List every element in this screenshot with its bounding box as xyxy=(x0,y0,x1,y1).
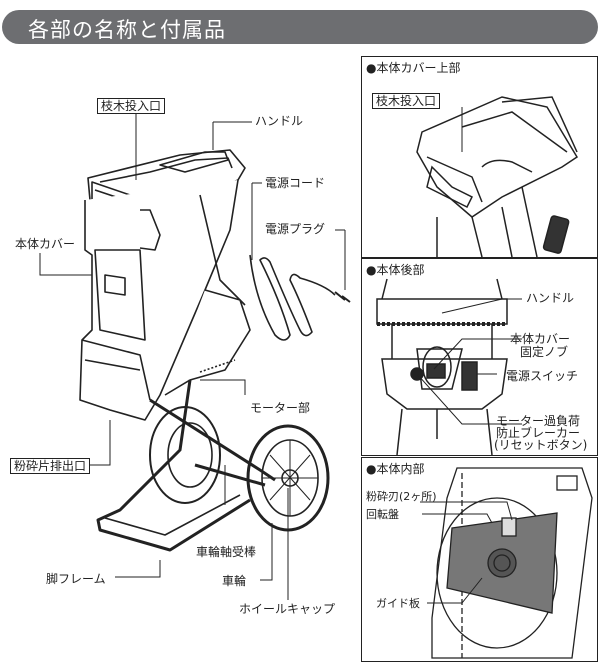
label-wheel: 車輪 xyxy=(222,574,247,588)
shredder-illustration xyxy=(39,112,351,600)
label-axle-bar: 車輪軸受棒 xyxy=(196,545,257,559)
section-title: 各部の名称と付属品 xyxy=(28,18,226,42)
cover-top-illustration xyxy=(416,96,579,257)
panel-rear: ●本体後部 ハンドル 本体カバー 固定ノブ 電源スイッチ モーター過負荷 防止ブ… xyxy=(361,258,598,456)
label-wheel-cap: ホイールキャップ xyxy=(239,602,336,616)
label-breaker-3: (リセットボタン) xyxy=(494,438,588,452)
label-leg-frame: 脚フレーム xyxy=(46,572,106,586)
label-breaker-1: モーター過負荷 xyxy=(496,414,581,428)
label-handle: ハンドル xyxy=(255,114,304,128)
label-cover-knob-2: 固定ノブ xyxy=(520,345,569,359)
label-rotor: 回転盤 xyxy=(366,508,399,521)
inside-illustration xyxy=(420,467,593,659)
label-chip-outlet: 粉砕片排出口 xyxy=(10,458,91,474)
label-power-plug: 電源プラグ xyxy=(265,222,326,236)
rear-illustration xyxy=(376,278,522,455)
label-breaker-2: 防止ブレーカー xyxy=(496,426,581,440)
label-power-cord: 電源コード xyxy=(265,176,326,190)
label-top-feed-inlet: 枝木投入口 xyxy=(372,93,441,109)
panel-inside: ●本体内部 粉砕刃(2ヶ所) 回転盤 ガイド板 xyxy=(361,457,598,662)
panel-rear-title: ●本体後部 xyxy=(366,263,425,277)
label-motor: モーター部 xyxy=(250,401,311,415)
label-rear-handle: ハンドル xyxy=(526,291,575,305)
section-title-bar: 各部の名称と付属品 xyxy=(2,10,598,44)
panel-cover-top-title: ●本体カバー上部 xyxy=(366,61,461,75)
label-power-switch: 電源スイッチ xyxy=(506,369,579,383)
label-body-cover: 本体カバー xyxy=(15,237,76,251)
label-cover-knob-1: 本体カバー xyxy=(510,332,571,346)
label-blade: 粉砕刃(2ヶ所) xyxy=(366,490,437,503)
panel-cover-top: ●本体カバー上部 枝木投入口 xyxy=(361,56,598,258)
panel-inside-title: ●本体内部 xyxy=(366,462,425,476)
label-feed-inlet: 枝木投入口 xyxy=(97,98,166,114)
label-guide: ガイド板 xyxy=(376,597,420,610)
